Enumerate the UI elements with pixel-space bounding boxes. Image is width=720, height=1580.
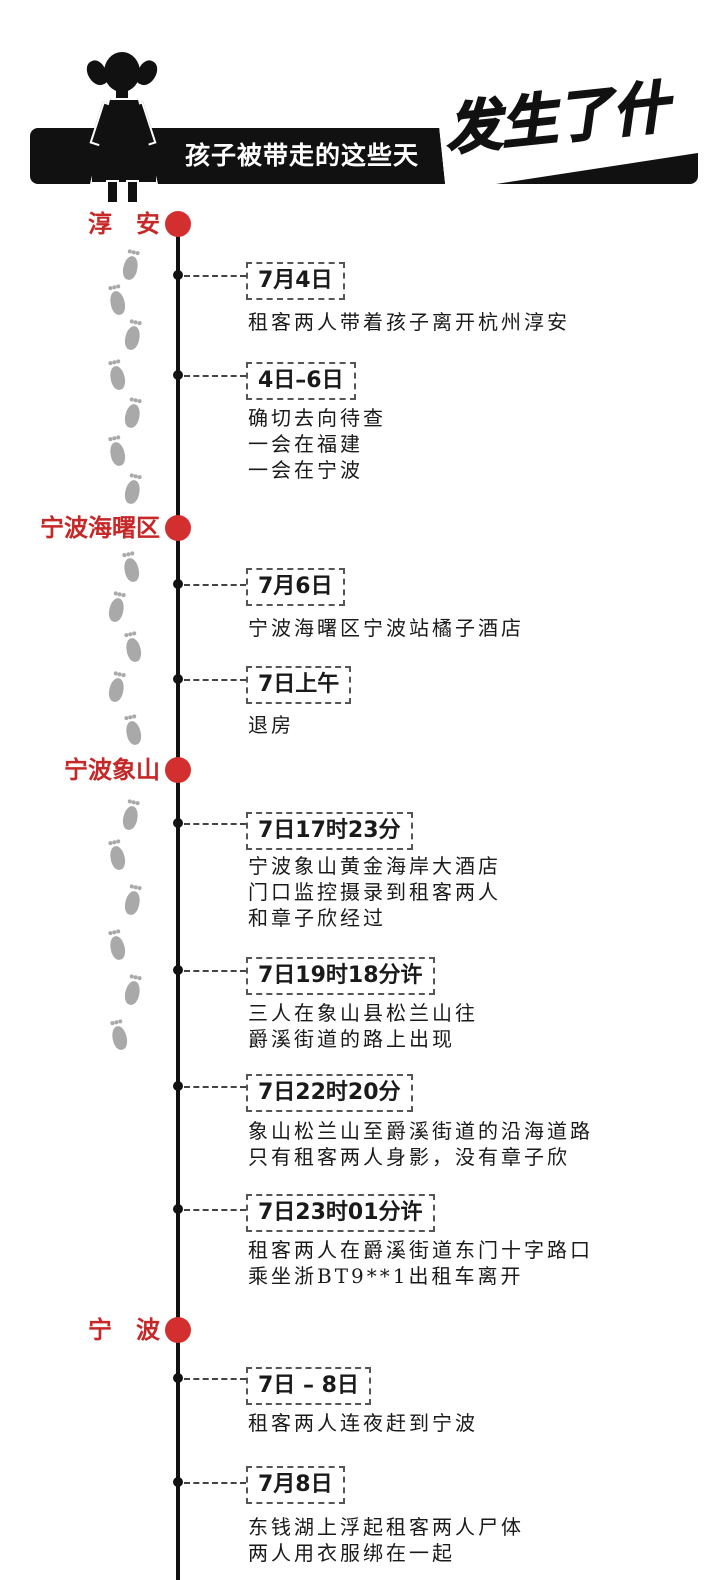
event-description: 宁波海曙区宁波站橘子酒店: [248, 616, 524, 640]
location-label: 宁波海曙区: [40, 514, 160, 542]
location-dot: [165, 211, 191, 237]
event-leader: [184, 1378, 246, 1380]
event-dot: [173, 370, 183, 380]
event-leader: [184, 1209, 246, 1211]
footprint-icon: [123, 397, 143, 430]
event-dot: [173, 818, 183, 828]
event-date: 7日17时23分: [246, 812, 413, 850]
event-leader: [184, 375, 246, 377]
event-description: 退房: [248, 713, 294, 737]
location-label: 宁波象山: [64, 756, 160, 784]
event-dot: [173, 270, 183, 280]
footprint-icon: [123, 974, 143, 1007]
event-leader: [184, 1086, 246, 1088]
event-dot: [173, 674, 183, 684]
event-dot: [173, 579, 183, 589]
page-title: 孩子被带走的这些天: [185, 141, 420, 170]
event-leader: [184, 275, 246, 277]
footprint-icon: [107, 929, 127, 962]
event-leader: [184, 970, 246, 972]
event-leader: [184, 823, 246, 825]
event-description: 租客两人连夜赶到宁波: [248, 1411, 478, 1435]
event-date: 7月4日: [246, 262, 345, 300]
footprint-icon: [109, 1019, 129, 1052]
footprint-icon: [121, 551, 141, 584]
event-description: 三人在象山县松兰山往 爵溪街道的路上出现: [248, 1001, 478, 1051]
footprint-icon: [121, 249, 141, 282]
event-date: 7日23时01分许: [246, 1194, 435, 1232]
event-description: 东钱湖上浮起租客两人尸体 两人用衣服绑在一起: [248, 1515, 524, 1565]
event-date: 7月8日: [246, 1466, 345, 1504]
footprint-icon: [107, 671, 127, 704]
event-description: 租客两人带着孩子离开杭州淳安: [248, 310, 570, 334]
timeline-axis: [176, 222, 180, 1580]
event-dot: [173, 1477, 183, 1487]
event-date: 4日–6日: [246, 362, 356, 400]
footprint-icon: [123, 473, 143, 506]
footprint-icon: [121, 799, 141, 832]
event-dot: [173, 1373, 183, 1383]
footprint-icon: [123, 714, 143, 747]
event-dot: [173, 1081, 183, 1091]
footprint-icon: [123, 631, 143, 664]
event-date: 7日22时20分: [246, 1074, 413, 1112]
event-description: 象山松兰山至爵溪街道的沿海道路 只有租客两人身影，没有章子欣: [248, 1119, 593, 1169]
event-date: 7月6日: [246, 568, 345, 606]
location-dot: [165, 757, 191, 783]
event-date: 7日 – 8日: [246, 1367, 371, 1405]
event-leader: [184, 1482, 246, 1484]
event-date: 7日上午: [246, 666, 352, 704]
footprint-icon: [107, 359, 127, 392]
footprint-icon: [123, 319, 143, 352]
event-leader: [184, 584, 246, 586]
footprint-icon: [107, 591, 127, 624]
girl-silhouette-icon: [80, 46, 162, 204]
event-description: 宁波象山黄金海岸大酒店 门口监控摄录到租客两人 和章子欣经过: [248, 854, 501, 930]
event-description: 租客两人在爵溪街道东门十字路口 乘坐浙BT9**1出租车离开: [248, 1238, 593, 1288]
footprint-icon: [123, 884, 143, 917]
event-dot: [173, 1204, 183, 1214]
event-description: 确切去向待查 一会在福建 一会在宁波: [248, 406, 386, 482]
footprint-icon: [107, 839, 127, 872]
location-label: 宁 波: [88, 1316, 160, 1344]
event-date: 7日19时18分许: [246, 957, 435, 995]
event-leader: [184, 679, 246, 681]
location-dot: [165, 515, 191, 541]
event-dot: [173, 965, 183, 975]
footprint-icon: [107, 435, 127, 468]
location-label: 淳 安: [88, 210, 160, 238]
location-dot: [165, 1317, 191, 1343]
footprint-icon: [107, 284, 127, 317]
